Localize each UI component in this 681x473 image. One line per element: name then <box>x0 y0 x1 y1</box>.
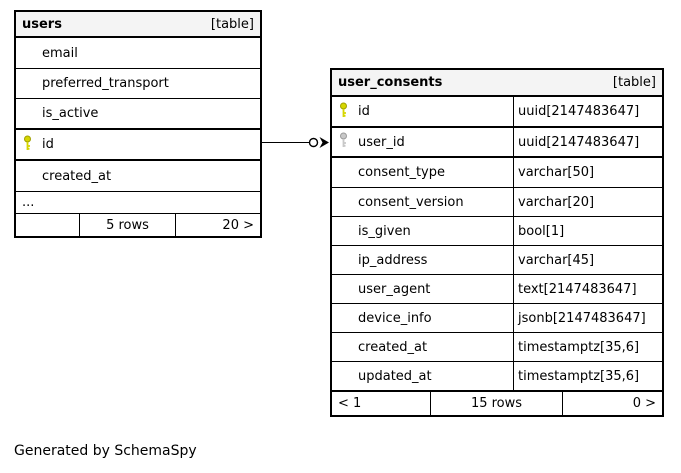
table-row: consent_type varchar[50] <box>332 158 662 187</box>
column-type: timestamptz[35,6] <box>513 362 662 390</box>
foreign-key-icon <box>339 132 348 152</box>
arrowhead-icon <box>319 137 329 148</box>
users-table-type-badge: [table] <box>210 16 254 32</box>
table-row: user_id uuid[2147483647] <box>332 126 662 158</box>
column-name: email <box>42 45 78 61</box>
column-name: is_active <box>42 106 99 121</box>
column-type: varchar[50] <box>513 158 662 187</box>
column-type: uuid[2147483647] <box>513 128 662 156</box>
table-row: consent_version varchar[20] <box>332 187 662 216</box>
column-name: updated_at <box>358 368 432 384</box>
column-name: id <box>358 104 370 119</box>
user-consents-table-title[interactable]: user_consents <box>338 75 443 90</box>
column-type: text[2147483647] <box>513 275 662 303</box>
column-name: consent_version <box>358 194 464 210</box>
row-count-label: 5 rows <box>79 214 176 236</box>
table-row: id uuid[2147483647] <box>332 97 662 126</box>
ellipsis-label: ... <box>22 195 35 210</box>
table-row: preferred_transport <box>16 68 260 98</box>
users-table-footer: 5 rows 20 > <box>16 213 260 236</box>
column-name: ip_address <box>358 252 428 268</box>
generated-by-note: Generated by SchemaSpy <box>14 443 197 459</box>
primary-key-icon <box>339 102 348 122</box>
footer-prev-cell <box>16 214 79 236</box>
column-type: varchar[20] <box>513 188 662 216</box>
table-row-ellipsis: ... <box>16 191 260 213</box>
column-type: timestamptz[35,6] <box>513 333 662 361</box>
column-name: user_agent <box>358 281 431 297</box>
table-row: id <box>16 128 260 161</box>
table-row: created_at timestamptz[35,6] <box>332 332 662 361</box>
column-name: created_at <box>358 339 428 355</box>
column-type: jsonb[2147483647] <box>513 304 662 332</box>
table-row: is_given bool[1] <box>332 216 662 245</box>
table-row: created_at <box>16 161 260 191</box>
user-consents-table-header[interactable]: user_consents [table] <box>332 70 662 97</box>
table-row: ip_address varchar[45] <box>332 245 662 274</box>
user-consents-table: user_consents [table] id uuid[2147483647… <box>330 68 664 417</box>
column-name: preferred_transport <box>42 76 169 91</box>
users-table-header[interactable]: users [table] <box>16 12 260 38</box>
column-type: uuid[2147483647] <box>513 97 662 126</box>
table-row: device_info jsonb[2147483647] <box>332 303 662 332</box>
table-row: is_active <box>16 98 260 128</box>
table-row: user_agent text[2147483647] <box>332 274 662 303</box>
table-row: email <box>16 38 260 68</box>
users-table-title[interactable]: users <box>22 16 62 32</box>
primary-key-icon <box>23 135 32 155</box>
column-name: id <box>42 137 54 152</box>
footer-next-link[interactable]: 20 > <box>222 217 254 233</box>
user-consents-table-footer: < 1 15 rows 0 > <box>332 390 662 415</box>
column-name: device_info <box>358 310 432 326</box>
footer-prev-link[interactable]: < 1 <box>338 396 362 411</box>
relationship-connector <box>262 137 329 148</box>
footer-next-link[interactable]: 0 > <box>632 396 656 411</box>
column-name: user_id <box>358 134 405 150</box>
row-count-label: 15 rows <box>430 392 563 415</box>
zero-or-one-endpoint-icon <box>308 137 319 148</box>
users-table: users [table] email preferred_transport … <box>14 10 262 238</box>
column-type: varchar[45] <box>513 246 662 274</box>
column-name: created_at <box>42 168 112 184</box>
column-name: is_given <box>358 223 411 239</box>
user-consents-table-type-badge: [table] <box>612 75 656 90</box>
column-type: bool[1] <box>513 217 662 245</box>
table-row: updated_at timestamptz[35,6] <box>332 361 662 390</box>
column-name: consent_type <box>358 165 445 180</box>
